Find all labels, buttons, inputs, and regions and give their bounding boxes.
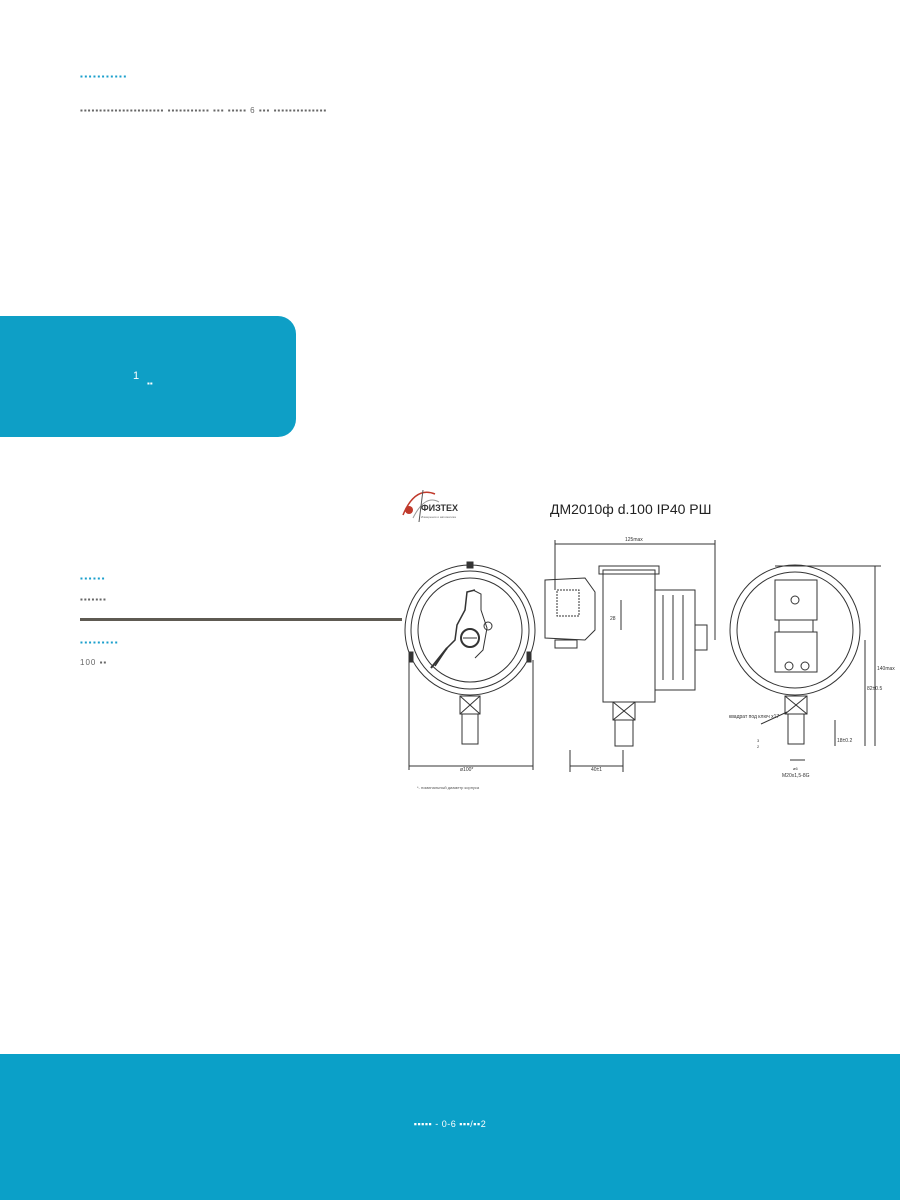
front-view [404, 561, 536, 770]
brand-name: ФИЗТЕХ [421, 503, 458, 513]
thread-spec: M20x1,5-8G [782, 773, 810, 779]
dim-3: 3 [757, 738, 760, 743]
section-heading: ▪▪▪▪▪▪▪▪▪▪▪ [80, 72, 128, 81]
dim-18: 18±0.2 [837, 738, 852, 744]
dim-depth: 40±1 [591, 767, 602, 773]
technical-drawing: ФИЗТЕХ Измерения и автоматика ДМ2010ф d.… [402, 489, 895, 790]
dim-6: ø6 [793, 766, 798, 771]
brand-logo: ФИЗТЕХ Измерения и автоматика [402, 489, 458, 523]
dim-82: 82±0.5 [867, 686, 882, 692]
dim-28: 28 [610, 616, 616, 622]
back-view [729, 564, 881, 761]
section-description: ▪▪▪▪▪▪▪▪▪▪▪▪▪▪▪▪▪▪▪▪▪▪ ▪▪▪▪▪▪▪▪▪▪▪ ▪▪▪ ▪… [80, 106, 328, 115]
drawing-footnote: *- номинальный диаметр корпуса [417, 785, 480, 790]
spec-value: ▪▪▪▪▪▪▪ [80, 595, 107, 604]
dim-height: 140max [877, 666, 895, 672]
brand-subtitle: Измерения и автоматика [421, 515, 456, 519]
value-panel [0, 316, 296, 437]
dim-width: 125max [625, 537, 643, 543]
footer-text: ▪▪▪▪▪ - 0-6 ▪▪▪/▪▪2 [413, 1119, 487, 1129]
panel-unit: ▪▪ [147, 379, 153, 388]
panel-number: 1 [133, 370, 140, 382]
side-view [544, 540, 716, 772]
key-note: квадрат под ключ х17 [729, 714, 779, 720]
spec-value: 100 ▪▪ [80, 658, 108, 667]
footer [0, 1054, 900, 1200]
divider [80, 618, 402, 621]
dim-2: 2 [757, 744, 760, 749]
dim-diameter: ø100* [460, 767, 473, 773]
drawing-title: ДМ2010ф d.100 IP40 РШ [550, 501, 711, 517]
spec-label: ▪▪▪▪▪▪▪▪▪ [80, 638, 120, 647]
spec-label: ▪▪▪▪▪▪ [80, 574, 107, 583]
